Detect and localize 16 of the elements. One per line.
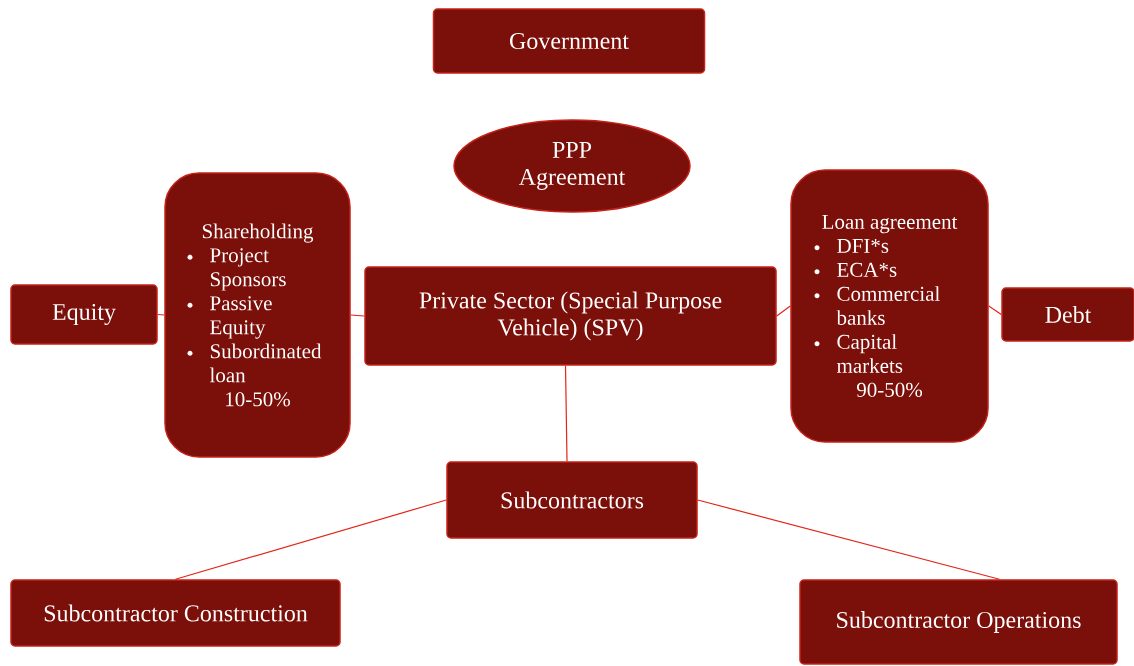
connector-line	[157, 313, 165, 316]
process-box: Subcontractors	[446, 461, 698, 539]
connector-line	[697, 499, 1001, 580]
process-box: Private Sector (Special Purpose Vehicle) (SPV)	[364, 266, 777, 366]
connector-line	[988, 305, 1002, 316]
connector-line	[174, 499, 447, 580]
connector-line	[776, 305, 791, 317]
process-box: Equity	[10, 284, 158, 345]
connector-line	[350, 314, 365, 317]
process-box: Subcontractor Operations	[799, 579, 1118, 665]
process-box: Subcontractor Construction	[10, 579, 341, 647]
list-box: Loan agreement DFI*s ECA*s Commercial banks Capital markets 90-50%	[790, 169, 989, 443]
list-box: Shareholding Project Sponsors Passive Equity Subordinated loan 10-50%	[164, 172, 351, 458]
process-box: Government	[432, 8, 706, 74]
process-box: Debt	[1001, 287, 1134, 342]
connector-line	[564, 365, 568, 462]
